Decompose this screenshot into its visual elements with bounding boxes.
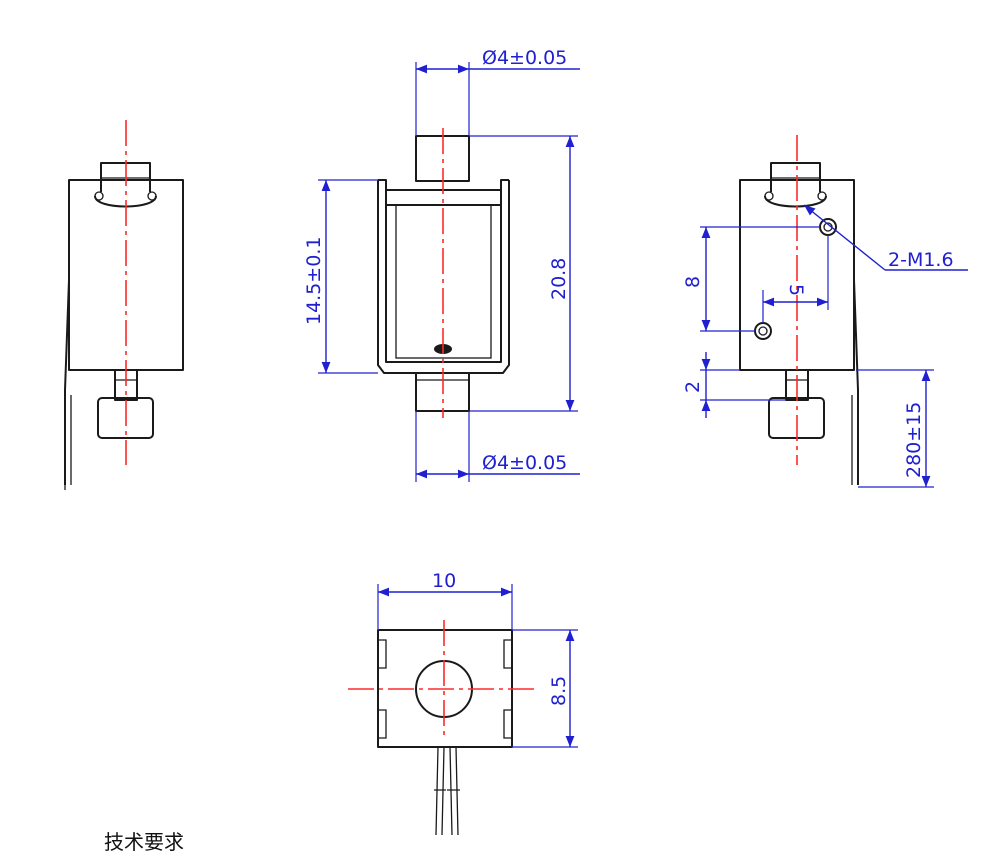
dim-overall-length: 20.8: [548, 258, 570, 300]
left-side-view: [64, 120, 184, 490]
bottom-view: 10 8.5: [348, 570, 578, 836]
dim-hole-pitch-v: 8: [682, 276, 704, 288]
dim-plunger-offset: 2: [682, 381, 704, 393]
dim-hole-pitch-h: 5: [785, 284, 807, 296]
dim-plunger-dia-top: Ø4±0.05: [482, 47, 567, 69]
dim-plunger-dia-bottom: Ø4±0.05: [482, 452, 567, 474]
callout-mount-holes: 2-M1.6: [888, 249, 954, 271]
dim-lead-length: 280±15: [903, 402, 925, 478]
dim-body-width: 10: [432, 570, 456, 592]
dim-body-depth: 8.5: [548, 676, 570, 706]
technical-requirements-heading: 技术要求: [104, 830, 184, 854]
right-side-view: 8 5 2-M1.6 2 280±15: [682, 135, 968, 488]
front-view: Ø4±0.05 14.5±0.1 20.8 Ø4±0.05: [303, 47, 580, 482]
dim-frame-height: 14.5±0.1: [303, 237, 325, 325]
